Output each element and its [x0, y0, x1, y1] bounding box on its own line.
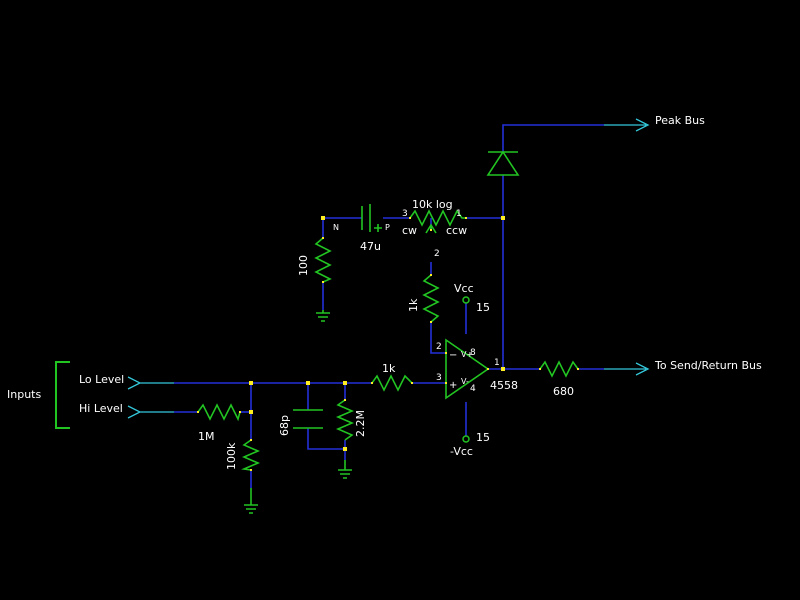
resistor-100-label: 100 — [297, 255, 310, 276]
diode[interactable] — [486, 150, 520, 176]
vcc-pin-label: 15 — [476, 301, 490, 314]
opamp-plus-sign: + — [449, 380, 457, 391]
potentiometer-ccw-label: ccw — [446, 224, 467, 237]
ground-symbol-2-2M — [338, 460, 352, 479]
potentiometer-10k-log[interactable] — [409, 209, 466, 227]
send-return-bus-terminal[interactable] — [604, 362, 650, 376]
opamp-pin8: 8 — [470, 348, 476, 358]
opamp-vminus-label: V- — [461, 377, 469, 386]
capacitor-68p-label: 68p — [278, 415, 291, 436]
resistor-100k-label: 100k — [225, 442, 238, 470]
lo-level-label: Lo Level — [79, 373, 124, 386]
capacitor-47u[interactable] — [361, 204, 382, 232]
opamp-minus-sign: − — [449, 350, 457, 361]
pin-marks — [197, 217, 579, 471]
resistor-1M[interactable] — [197, 403, 241, 422]
send-return-bus-label: To Send/Return Bus — [654, 359, 762, 372]
wires — [174, 124, 604, 488]
resistor-1M-label: 1M — [198, 430, 215, 443]
resistor-2-2M-label: 2.2M — [354, 410, 367, 437]
capacitor-n-label: N — [333, 223, 339, 232]
potentiometer-cw-label: cw — [402, 224, 417, 237]
opamp-4558[interactable] — [445, 338, 490, 400]
resistor-2-2M[interactable] — [335, 399, 355, 441]
lo-level-terminal[interactable] — [127, 376, 174, 390]
peak-bus-label: Peak Bus — [655, 114, 705, 127]
resistor-100[interactable] — [314, 237, 332, 283]
peak-bus-terminal[interactable] — [604, 118, 650, 132]
opamp-pin2: 2 — [436, 342, 442, 352]
opamp-pin3: 3 — [436, 373, 442, 383]
neg-vcc-label: -Vcc — [450, 445, 473, 458]
capacitor-47u-label: 47u — [360, 240, 381, 253]
capacitor-p-label: P — [385, 223, 390, 232]
vcc-terminal[interactable] — [462, 296, 470, 304]
neg-vcc-terminal[interactable] — [462, 435, 470, 443]
resistor-1k-feedback[interactable] — [422, 274, 440, 323]
opamp-vplus-label: V+ — [461, 350, 473, 359]
resistor-680-label: 680 — [553, 385, 574, 398]
inputs-label: Inputs — [7, 388, 41, 401]
potentiometer-pin1: 1 — [456, 209, 462, 219]
potentiometer-pin2: 2 — [434, 249, 440, 259]
resistor-1k-feedback-label: 1k — [407, 298, 420, 312]
resistor-1k-input[interactable] — [371, 374, 413, 392]
opamp-pin1: 1 — [494, 358, 500, 368]
opamp-part-label: 4558 — [490, 379, 518, 392]
opamp-pin4: 4 — [470, 384, 476, 394]
junction-dots — [249, 216, 505, 451]
resistor-100k[interactable] — [241, 439, 261, 471]
ground-symbol-100k — [244, 488, 258, 514]
potentiometer-value-label: 10k log — [412, 198, 453, 211]
ground-symbol-100 — [316, 310, 330, 322]
neg-vcc-pin-label: 15 — [476, 431, 490, 444]
hi-level-terminal[interactable] — [127, 405, 174, 419]
resistor-680[interactable] — [539, 360, 579, 378]
hi-level-label: Hi Level — [79, 402, 123, 415]
capacitor-68p[interactable] — [293, 409, 323, 429]
vcc-label: Vcc — [454, 282, 474, 295]
potentiometer-pin3: 3 — [402, 209, 408, 219]
inputs-bracket — [55, 361, 70, 429]
resistor-1k-input-label: 1k — [382, 362, 396, 375]
